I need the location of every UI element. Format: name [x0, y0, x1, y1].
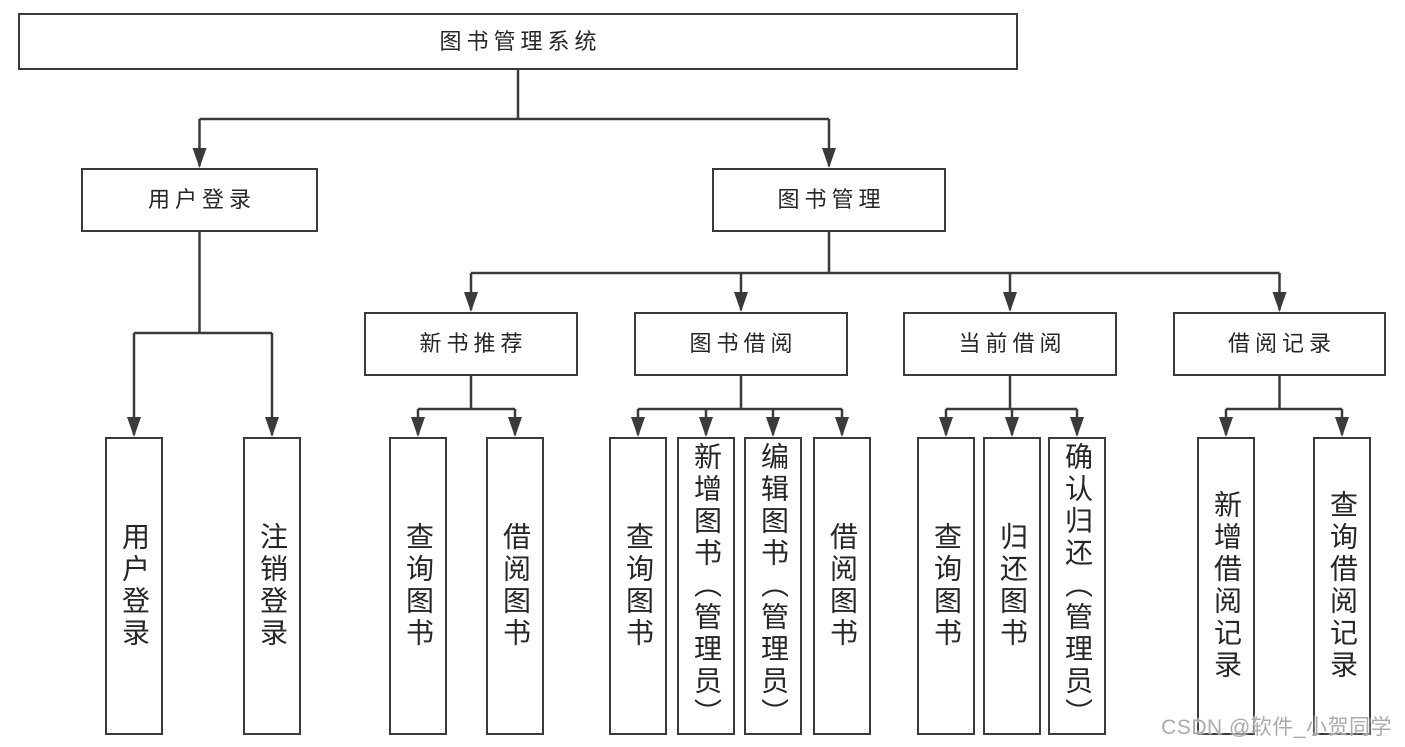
leaf-query-borrow-record: 查询借阅记录 [1313, 437, 1371, 735]
node-current-borrowing: 当前借阅 [903, 312, 1117, 376]
leaf-logout-label: 注销登录 [257, 522, 288, 650]
node-borrowing-records: 借阅记录 [1173, 312, 1386, 376]
leaf-query-books-borrowing: 查询图书 [609, 437, 667, 735]
leaf-borrow-books-borrowing: 借阅图书 [813, 437, 871, 735]
leaf-borrow-books-borrowing-label: 借阅图书 [827, 522, 858, 650]
leaf-user-login-label: 用户登录 [119, 522, 150, 650]
connector-new-book [416, 376, 517, 435]
leaf-user-login: 用户登录 [105, 437, 163, 735]
leaf-borrow-books-recommend-label: 借阅图书 [500, 522, 531, 650]
node-new-book-recommendation: 新书推荐 [364, 312, 578, 376]
leaf-add-books-admin-label: 新增图书（管理员） [691, 442, 722, 730]
connector-root [198, 69, 831, 166]
node-user-login: 用户登录 [81, 168, 318, 232]
leaf-borrow-books-recommend: 借阅图书 [486, 437, 544, 735]
watermark: CSDN @软件_小贺同学 [1161, 716, 1392, 739]
leaf-query-books-current-label: 查询图书 [931, 522, 962, 650]
leaf-query-books-borrowing-label: 查询图书 [623, 522, 654, 650]
leaf-query-books-recommend: 查询图书 [389, 437, 447, 735]
leaf-return-books-label: 归还图书 [997, 522, 1028, 650]
connector-book-management [469, 231, 1281, 310]
node-book-borrowing: 图书借阅 [634, 312, 848, 376]
connector-user-login [132, 231, 274, 435]
connector-borrow-records [1224, 376, 1344, 435]
leaf-query-books-recommend-label: 查询图书 [403, 522, 434, 650]
leaf-add-borrow-record-label: 新增借阅记录 [1211, 490, 1242, 682]
leaf-return-books: 归还图书 [983, 437, 1041, 735]
node-library-system: 图书管理系统 [18, 13, 1018, 70]
leaf-add-borrow-record: 新增借阅记录 [1197, 437, 1255, 735]
leaf-logout: 注销登录 [243, 437, 301, 735]
leaf-confirm-return-admin: 确认归还（管理员） [1048, 437, 1106, 735]
leaf-add-books-admin: 新增图书（管理员） [677, 437, 735, 735]
arrowheads [127, 148, 1349, 437]
leaf-query-borrow-record-label: 查询借阅记录 [1327, 490, 1358, 682]
connector-book-borrowing [636, 376, 844, 435]
leaf-edit-books-admin-label: 编辑图书（管理员） [758, 442, 789, 730]
leaf-confirm-return-admin-label: 确认归还（管理员） [1062, 442, 1093, 730]
leaf-query-books-current: 查询图书 [917, 437, 975, 735]
leaf-edit-books-admin: 编辑图书（管理员） [744, 437, 802, 735]
node-book-management: 图书管理 [712, 168, 946, 232]
